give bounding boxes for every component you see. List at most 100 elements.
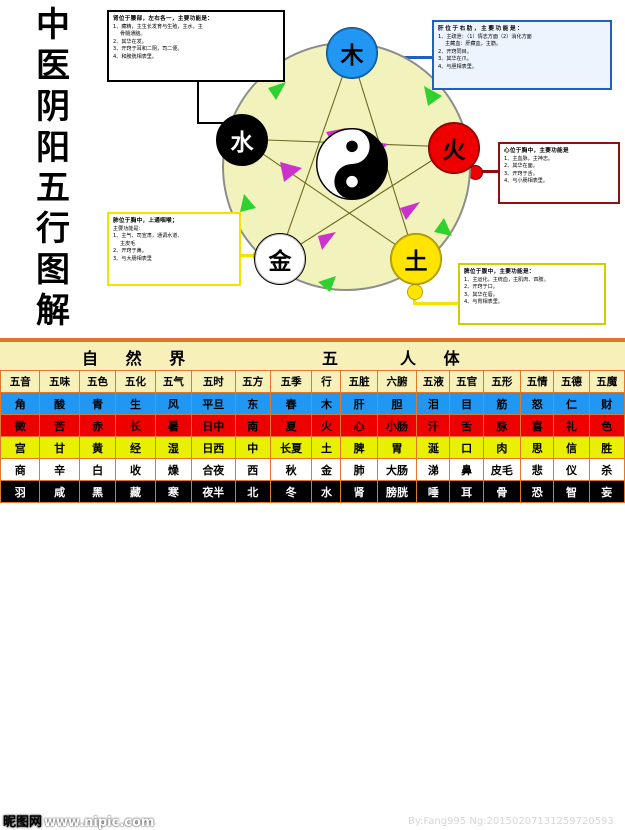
table-cell: 杀: [588, 458, 625, 481]
element-label-wood: 木: [340, 42, 364, 69]
table-cell: 胃: [376, 436, 418, 459]
table-row: 角酸青生风平旦东春木肝胆泪目筋怒仁财: [0, 392, 625, 415]
table-cell: 甘: [39, 436, 80, 459]
table-cell: 思: [520, 436, 555, 459]
kidney-leader-horizontal: [197, 122, 242, 124]
spleen-leader-horizontal: [413, 302, 461, 305]
spleen-leader-dot: [407, 284, 423, 300]
table-cell: 悲: [520, 458, 555, 481]
yin-yang-icon: [316, 128, 388, 200]
table-column-header: 行: [311, 370, 342, 393]
table-cell: 经: [115, 436, 156, 459]
table-cell: 黑: [78, 480, 117, 503]
table-cell: 肺: [340, 458, 378, 481]
kidney-line: 1、藏精，主生长发育与生殖，主水，主: [113, 24, 203, 31]
table-column-header: 五方: [234, 370, 271, 393]
table-cell: 宫: [0, 436, 41, 459]
title-char: 解: [36, 290, 70, 331]
table-cell: 金: [311, 458, 342, 481]
spleen-line: 2、开窍于口。: [464, 284, 498, 291]
heart-leader-horizontal: [478, 170, 500, 173]
correspondence-table-body: 五音五味五色五化五气五时五方五季行五脏六腑五液五官五形五情五德五魔角酸青生风平旦…: [0, 370, 625, 503]
table-cell: 膀胱: [376, 480, 418, 503]
table-cell: 生: [115, 392, 156, 415]
table-column-header: 五化: [115, 370, 156, 393]
lung-heading: 肺位于胸中，上通咽喉；: [113, 218, 178, 224]
table-row: 商辛白收燥合夜西秋金肺大肠涕鼻皮毛悲仪杀: [0, 458, 625, 481]
table-cell: 怒: [520, 392, 555, 415]
element-label-water: 水: [230, 129, 254, 156]
element-node-wood[interactable]: 木: [326, 27, 378, 79]
table-cell: 寒: [154, 480, 193, 503]
table-cell: 汗: [416, 414, 451, 437]
table-cell: 口: [449, 436, 484, 459]
table-cell: 妄: [588, 480, 625, 503]
heart-line: 4、与小肠相表里。: [504, 178, 548, 185]
title-char: 图: [36, 250, 70, 291]
table-cell: 商: [0, 458, 41, 481]
lung-line: 主皮毛: [120, 240, 136, 247]
table-cell: 肾: [340, 480, 378, 503]
table-cell: 喜: [520, 414, 555, 437]
kidney-line: 骨髓通脑。: [120, 31, 146, 38]
table-cell: 日西: [191, 436, 236, 459]
info-box-lung: 肺位于胸中，上通咽喉； 主要功能是: 1、主气、司宣肃，通调水道、 主皮毛 2、…: [107, 212, 241, 286]
table-cell: 冬: [269, 480, 313, 503]
kidney-leader-vertical: [197, 82, 199, 124]
table-cell: 色: [588, 414, 625, 437]
table-cell: 长: [115, 414, 156, 437]
table-column-header: 五液: [416, 370, 451, 393]
table-cell: 涎: [416, 436, 451, 459]
table-cell: 肝: [340, 392, 378, 415]
correspondence-table: 五音五味五色五化五气五时五方五季行五脏六腑五液五官五形五情五德五魔角酸青生风平旦…: [0, 370, 625, 503]
liver-line: 3、其华在爪。: [438, 56, 472, 63]
credit-watermark: By:Fang995 Ng:20150207131259720593: [408, 816, 614, 827]
heart-line: 1、主血脉，主神志。: [504, 156, 554, 163]
table-cell: 平旦: [191, 392, 236, 415]
table-column-header: 五形: [482, 370, 522, 393]
table-column-header: 五味: [39, 370, 80, 393]
table-cell: 筋: [482, 392, 522, 415]
super-header-nature: 自 然 界: [82, 349, 197, 368]
heart-heading: 心位于胸中，主要功能是: [504, 148, 569, 154]
element-node-earth[interactable]: 土: [390, 233, 442, 285]
table-cell: 财: [588, 392, 625, 415]
heart-line: 3、开窍于舌。: [504, 170, 538, 177]
super-header-human: 人 体: [400, 349, 471, 368]
table-cell: 秋: [269, 458, 313, 481]
table-cell: 大肠: [376, 458, 418, 481]
table-column-header: 五官: [449, 370, 484, 393]
table-cell: 赤: [78, 414, 117, 437]
site-url-text: www.nipic.com: [44, 815, 155, 830]
table-column-header: 五时: [191, 370, 236, 393]
element-node-water[interactable]: 水: [216, 114, 268, 166]
info-box-liver: 肝位于右肋，主要功能是： 1、主疏泄：（1）情志方面（2）消化方面 主藏血：肝藏…: [432, 20, 612, 90]
lung-line: 1、主气、司宣肃，通调水道、: [113, 233, 183, 240]
table-column-header: 五魔: [588, 370, 625, 393]
table-cell: 恐: [520, 480, 555, 503]
table-cell: 胆: [376, 392, 418, 415]
title-char: 阴: [36, 86, 70, 127]
table-cell: 日中: [191, 414, 236, 437]
table-cell: 收: [115, 458, 156, 481]
spleen-line: 1、主运化，主统血，主肌肉、四肢。: [464, 277, 549, 284]
poster-canvas: 中 医 阴 阳 五 行 图 解: [0, 8, 625, 830]
element-node-metal[interactable]: 金: [254, 233, 306, 285]
element-label-metal: 金: [268, 248, 292, 275]
title-char: 五: [36, 168, 70, 209]
element-node-fire[interactable]: 火: [428, 122, 480, 174]
title-char: 阳: [36, 127, 70, 168]
table-column-header: 五色: [78, 370, 117, 393]
table-cell: 西: [234, 458, 271, 481]
table-cell: 酸: [39, 392, 80, 415]
table-cell: 涕: [416, 458, 451, 481]
table-cell: 中: [234, 436, 271, 459]
table-cell: 目: [449, 392, 484, 415]
kidney-heading: 肾位于腰部，左右各一，主要功能是：: [113, 16, 214, 22]
table-cell: 藏: [115, 480, 156, 503]
table-super-header-row: 自 然 界 五 人 体: [0, 342, 625, 372]
table-cell: 燥: [154, 458, 193, 481]
table-cell: 土: [311, 436, 342, 459]
table-cell: 水: [311, 480, 342, 503]
